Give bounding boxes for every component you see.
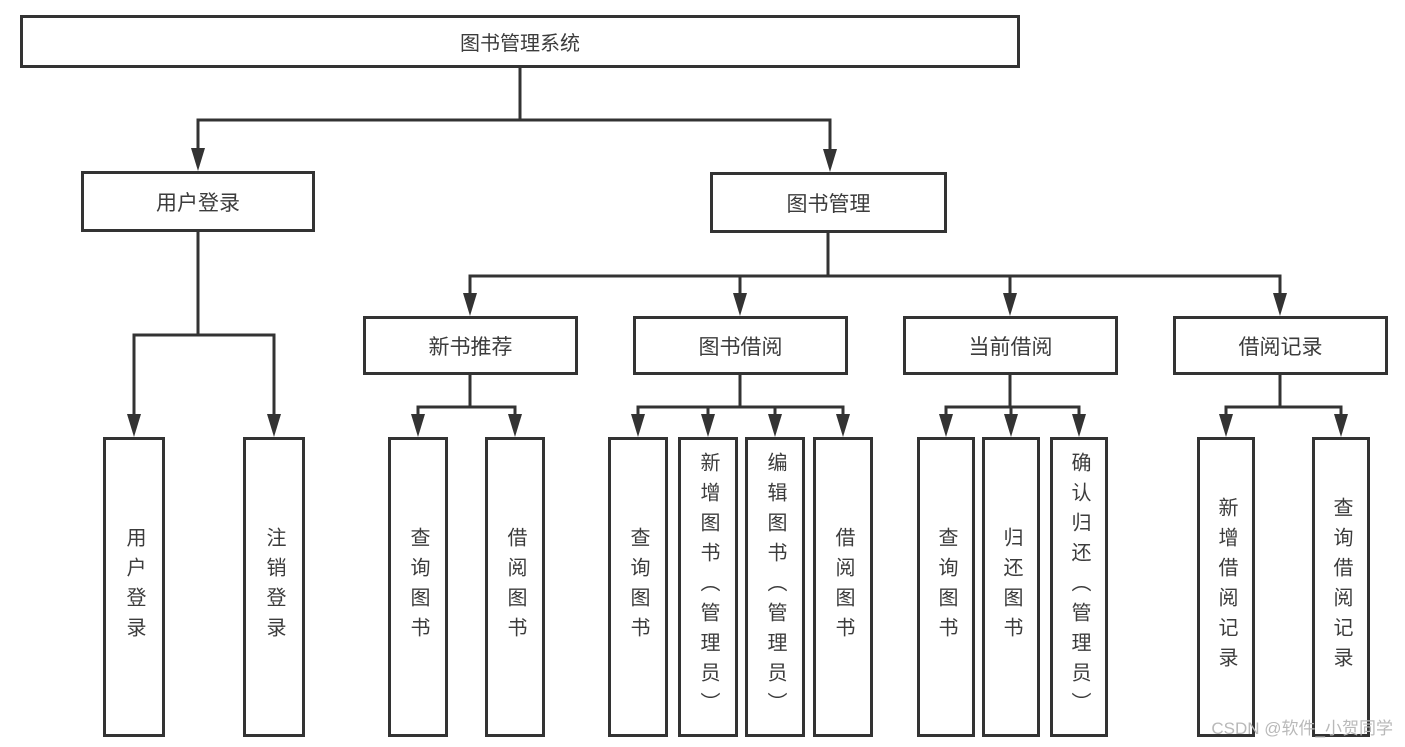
node-book-management-label: 图书管理: [786, 192, 871, 216]
leaf-bb-edit-books-admin: 编辑图书（管理员）: [745, 437, 805, 737]
leaf-cb-confirm-return-admin-label: 确认归还（管理员）: [1068, 452, 1090, 722]
leaf-bb-borrow-books: 借阅图书: [813, 437, 873, 737]
node-current-borrow: 当前借阅: [903, 316, 1118, 375]
leaf-bb-query-books-label: 查询图书: [627, 527, 649, 647]
leaf-bb-add-books-admin: 新增图书（管理员）: [678, 437, 738, 737]
leaf-nbr-borrow-books-label: 借阅图书: [504, 527, 526, 647]
node-new-book-recommend: 新书推荐: [363, 316, 578, 375]
leaf-user-login-label: 用户登录: [123, 527, 145, 647]
node-user-login: 用户登录: [81, 171, 315, 232]
leaf-logout: 注销登录: [243, 437, 305, 737]
leaf-bb-edit-books-admin-label: 编辑图书（管理员）: [764, 452, 786, 722]
leaf-br-add-record-label: 新增借阅记录: [1215, 497, 1237, 677]
leaf-br-query-record-label: 查询借阅记录: [1330, 497, 1352, 677]
leaf-cb-return-books-label: 归还图书: [1000, 527, 1022, 647]
node-user-login-label: 用户登录: [156, 191, 240, 215]
node-book-borrow: 图书借阅: [633, 316, 848, 375]
leaf-user-login: 用户登录: [103, 437, 165, 737]
leaf-nbr-query-books: 查询图书: [388, 437, 448, 737]
node-current-borrow-label: 当前借阅: [968, 335, 1053, 359]
leaf-cb-confirm-return-admin: 确认归还（管理员）: [1050, 437, 1108, 737]
leaf-br-query-record: 查询借阅记录: [1312, 437, 1370, 737]
node-book-management: 图书管理: [710, 172, 947, 233]
node-borrow-records-label: 借阅记录: [1238, 335, 1323, 359]
leaf-cb-return-books: 归还图书: [982, 437, 1040, 737]
leaf-br-add-record: 新增借阅记录: [1197, 437, 1255, 737]
node-root-label: 图书管理系统: [460, 33, 580, 55]
node-new-book-recommend-label: 新书推荐: [428, 335, 513, 359]
node-borrow-records: 借阅记录: [1173, 316, 1388, 375]
node-root: 图书管理系统: [20, 15, 1020, 68]
leaf-logout-label: 注销登录: [263, 527, 285, 647]
watermark: CSDN @软件_小贺同学: [1211, 719, 1393, 738]
leaf-bb-add-books-admin-label: 新增图书（管理员）: [697, 452, 719, 722]
leaf-bb-borrow-books-label: 借阅图书: [832, 527, 854, 647]
leaf-cb-query-books: 查询图书: [917, 437, 975, 737]
node-book-borrow-label: 图书借阅: [698, 335, 783, 359]
leaf-cb-query-books-label: 查询图书: [935, 527, 957, 647]
leaf-nbr-borrow-books: 借阅图书: [485, 437, 545, 737]
leaf-bb-query-books: 查询图书: [608, 437, 668, 737]
leaf-nbr-query-books-label: 查询图书: [407, 527, 429, 647]
